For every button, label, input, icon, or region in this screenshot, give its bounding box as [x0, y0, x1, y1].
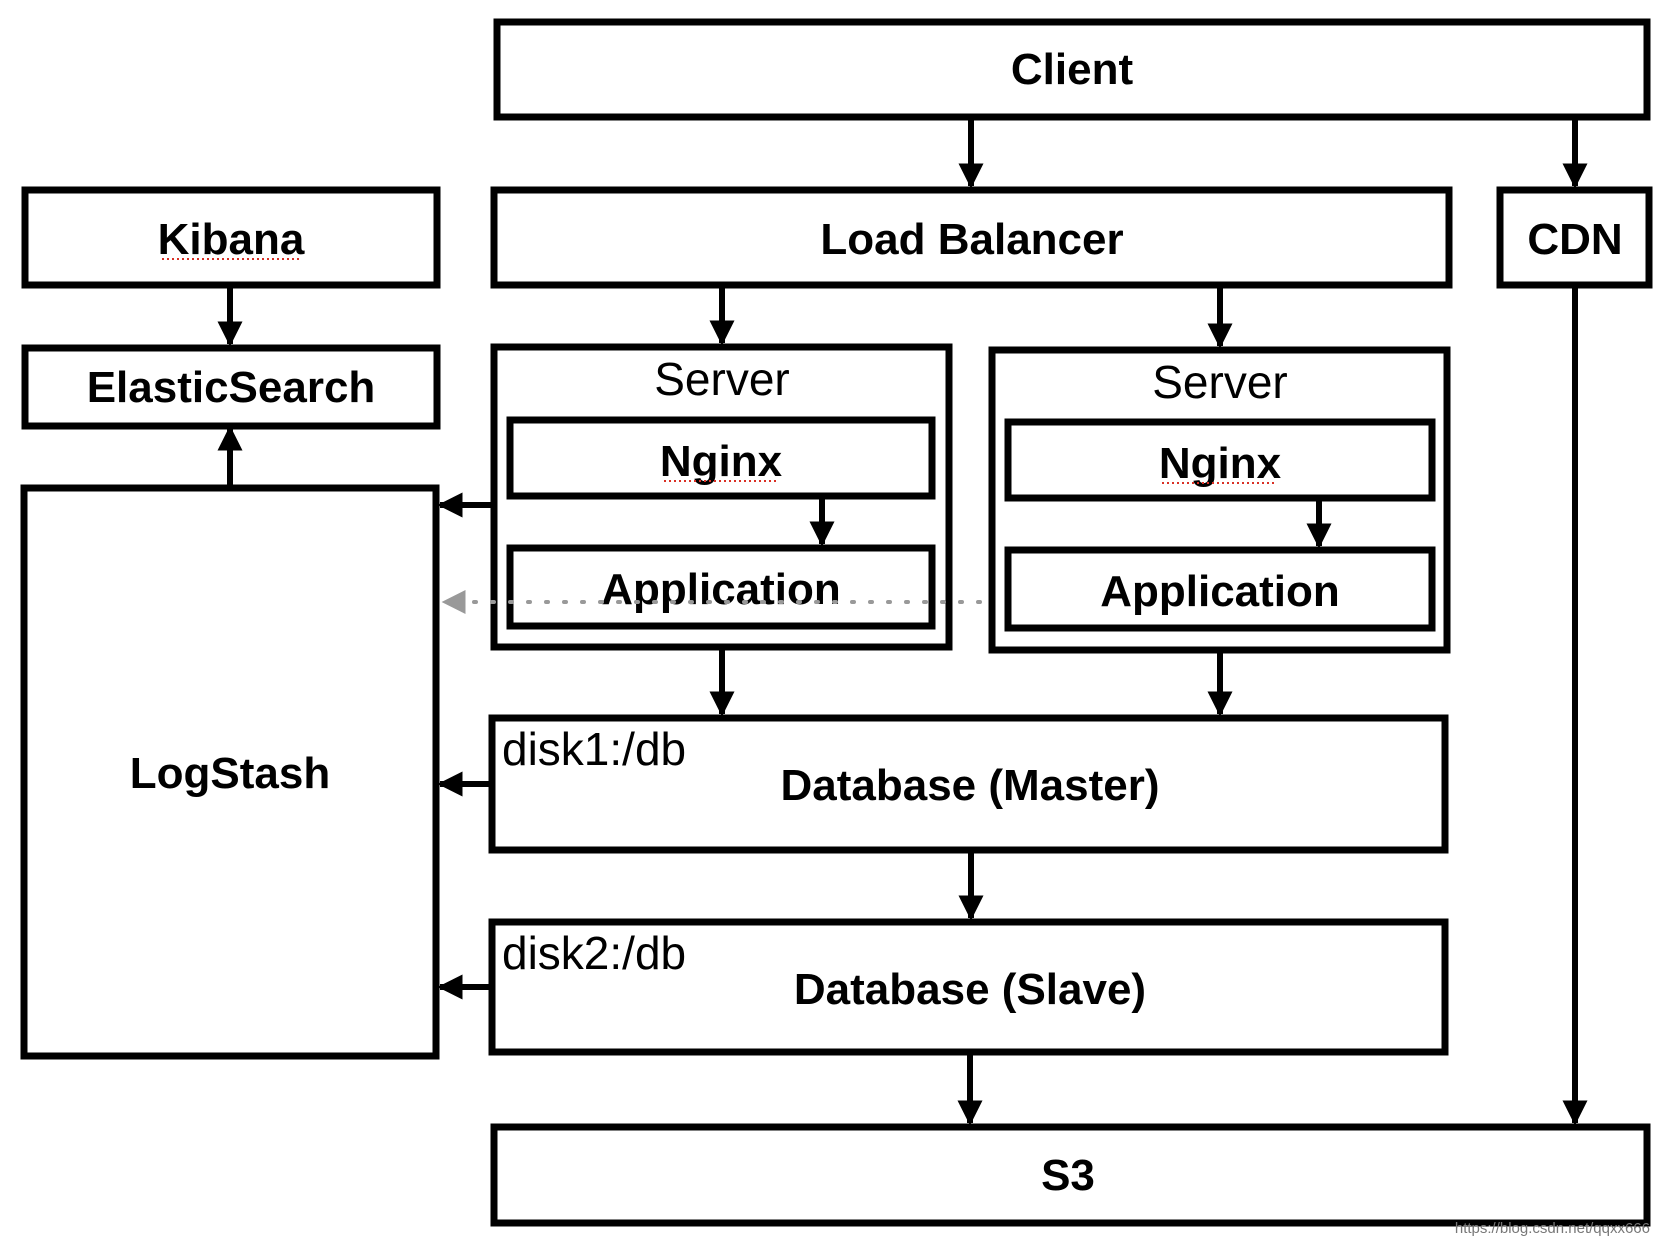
kibana-label: Kibana	[158, 215, 305, 264]
kibana-node: Kibana	[21, 186, 441, 289]
elasticsearch-label: ElasticSearch	[87, 363, 376, 412]
watermark-text: https://blog.csdn.net/qqxx666	[1455, 1220, 1650, 1237]
db-master-disk: disk1:/db	[502, 723, 686, 775]
server-left-nginx-label: Nginx	[660, 437, 783, 486]
client-node: Client	[493, 18, 1651, 121]
load-balancer-label: Load Balancer	[820, 215, 1123, 264]
server-left-title: Server	[654, 353, 789, 405]
db-slave-label: Database (Slave)	[794, 965, 1146, 1014]
elasticsearch-node: ElasticSearch	[21, 344, 441, 430]
server-left-nginx: Nginx	[506, 416, 936, 500]
cdn-node: CDN	[1496, 186, 1653, 289]
server-right-nginx-label: Nginx	[1159, 439, 1282, 488]
server-right-application: Application	[1004, 546, 1436, 632]
server-left: Server Nginx Application	[490, 343, 953, 651]
db-master-node: disk1:/db Database (Master)	[488, 714, 1449, 854]
cdn-label: CDN	[1527, 215, 1622, 264]
server-right-application-label: Application	[1100, 567, 1340, 616]
server-left-application: Application	[506, 544, 936, 630]
server-left-application-label: Application	[601, 565, 841, 614]
client-label: Client	[1011, 45, 1134, 94]
server-right: Server Nginx Application	[988, 346, 1451, 654]
server-right-title: Server	[1152, 356, 1287, 408]
db-slave-node: disk2:/db Database (Slave)	[488, 918, 1449, 1056]
s3-label: S3	[1041, 1151, 1095, 1200]
db-slave-disk: disk2:/db	[502, 927, 686, 979]
load-balancer-node: Load Balancer	[490, 186, 1453, 289]
logstash-label: LogStash	[130, 749, 330, 798]
db-master-label: Database (Master)	[780, 761, 1159, 810]
server-right-nginx: Nginx	[1004, 418, 1436, 502]
logstash-node: LogStash	[20, 484, 440, 1060]
s3-node: S3	[490, 1123, 1651, 1227]
